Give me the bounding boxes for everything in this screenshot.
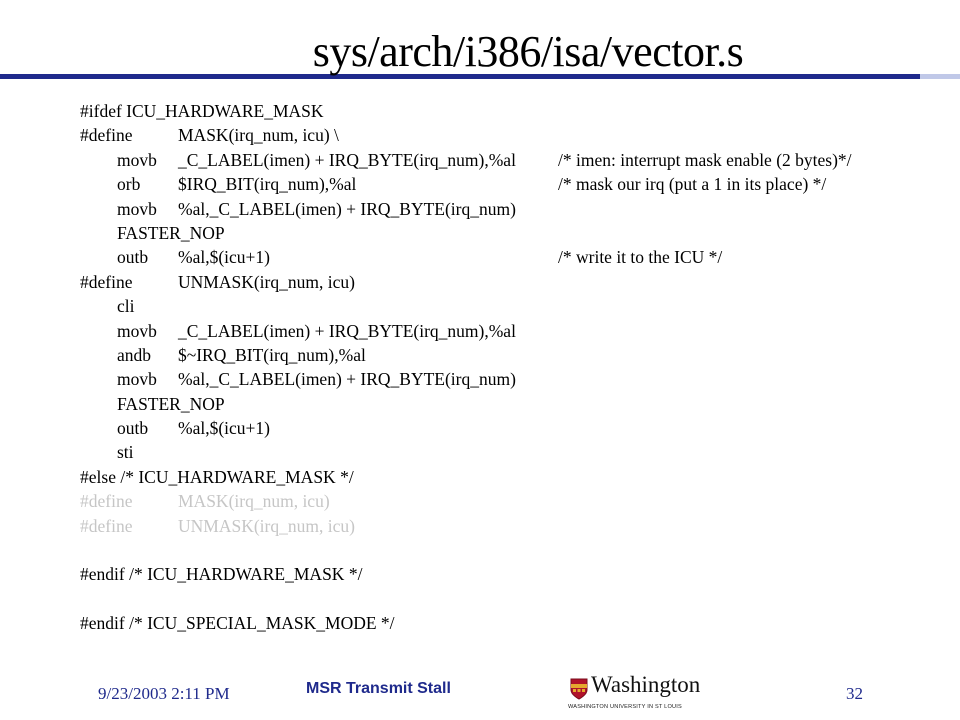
code-keyword: movb [117,149,157,170]
footer-date: 9/23/2003 2:11 PM [98,684,230,703]
code-argument: UNMASK(irq_num, icu) [178,271,355,292]
title-rule-light [920,74,960,79]
code-line: #define MASK(irq_num, icu) [80,489,940,513]
code-argument: %al,$(icu+1) [178,247,270,268]
code-keyword: sti [117,442,134,463]
code-line: andb $~IRQ_BIT(irq_num),%al [80,343,940,367]
code-line: #define UNMASK(irq_num, icu) [80,514,940,538]
code-line: movb _C_LABEL(imen) + IRQ_BYTE(irq_num),%… [80,148,940,172]
code-keyword: #define [80,271,133,292]
code-comment: /* write it to the ICU */ [558,247,723,268]
footer-center-text: MSR Transmit Stall [306,680,451,697]
slide-title: sys/arch/i386/isa/vector.s [312,27,744,76]
code-argument: _C_LABEL(imen) + IRQ_BYTE(irq_num),%al [178,149,516,170]
code-line: cli [80,294,940,318]
code-line: movb _C_LABEL(imen) + IRQ_BYTE(irq_num),%… [80,319,940,343]
code-comment: /* mask our irq (put a 1 in its place) *… [558,174,827,195]
code-keyword: cli [117,296,135,317]
code-line: #ifdef ICU_HARDWARE_MASK [80,99,940,123]
code-keyword: #define [80,491,133,512]
code-keyword: FASTER_NOP [117,393,225,414]
code-line: sti [80,440,940,464]
code-argument: $~IRQ_BIT(irq_num),%al [178,344,366,365]
code-argument: MASK(irq_num, icu) \ [178,125,339,146]
code-comment: /* imen: interrupt mask enable (2 bytes)… [558,149,852,170]
code-line: #endif /* ICU_HARDWARE_MASK */ [80,562,940,586]
code-keyword: #else /* ICU_HARDWARE_MASK */ [80,466,354,487]
code-line: outb %al,$(icu+1) /* write it to the ICU *… [80,245,940,269]
code-keyword: outb [117,247,149,268]
code-keyword: movb [117,320,157,341]
code-keyword: #endif /* ICU_SPECIAL_MASK_MODE */ [80,613,395,634]
code-keyword: movb [117,369,157,390]
code-line: orb $IRQ_BIT(irq_num),%al /* mask our irq … [80,172,940,196]
code-line: movb %al,_C_LABEL(imen) + IRQ_BYTE(irq_nu… [80,367,940,391]
code-keyword: andb [117,344,152,365]
code-argument: %al,_C_LABEL(imen) + IRQ_BYTE(irq_num) [178,198,516,219]
code-line: outb %al,$(icu+1) [80,416,940,440]
code-line: #else /* ICU_HARDWARE_MASK */ [80,465,940,489]
logo-subtitle: WASHINGTON UNIVERSITY IN ST LOUIS [568,704,682,710]
code-line: #endif /* ICU_SPECIAL_MASK_MODE */ [80,611,940,635]
university-logo: Washington WASHINGTON UNIVERSITY IN ST L… [568,672,743,714]
title-rule-navy [0,74,920,79]
code-keyword: #define [80,515,133,536]
code-line: #define UNMASK(irq_num, icu) [80,270,940,294]
code-keyword: orb [117,174,141,195]
code-keyword: outb [117,418,149,439]
code-line: #define MASK(irq_num, icu) \ [80,123,940,147]
code-line [80,538,940,562]
code-argument: UNMASK(irq_num, icu) [178,515,355,536]
university-shield-icon [570,678,588,700]
code-argument: MASK(irq_num, icu) [178,491,330,512]
page-number: 32 [846,684,863,703]
code-line: FASTER_NOP [80,392,940,416]
code-argument: %al,$(icu+1) [178,418,270,439]
code-keyword: FASTER_NOP [117,222,225,243]
code-line: movb %al,_C_LABEL(imen) + IRQ_BYTE(irq_nu… [80,197,940,221]
code-keyword: #define [80,125,133,146]
code-argument: _C_LABEL(imen) + IRQ_BYTE(irq_num),%al [178,320,516,341]
code-keyword: movb [117,198,157,219]
code-line [80,587,940,611]
code-keyword: #endif /* ICU_HARDWARE_MASK */ [80,564,363,585]
code-line: FASTER_NOP [80,221,940,245]
code-argument: $IRQ_BIT(irq_num),%al [178,174,357,195]
code-keyword: #ifdef ICU_HARDWARE_MASK [80,101,324,121]
code-argument: %al,_C_LABEL(imen) + IRQ_BYTE(irq_num) [178,369,516,390]
logo-wordmark: Washington [591,672,701,697]
